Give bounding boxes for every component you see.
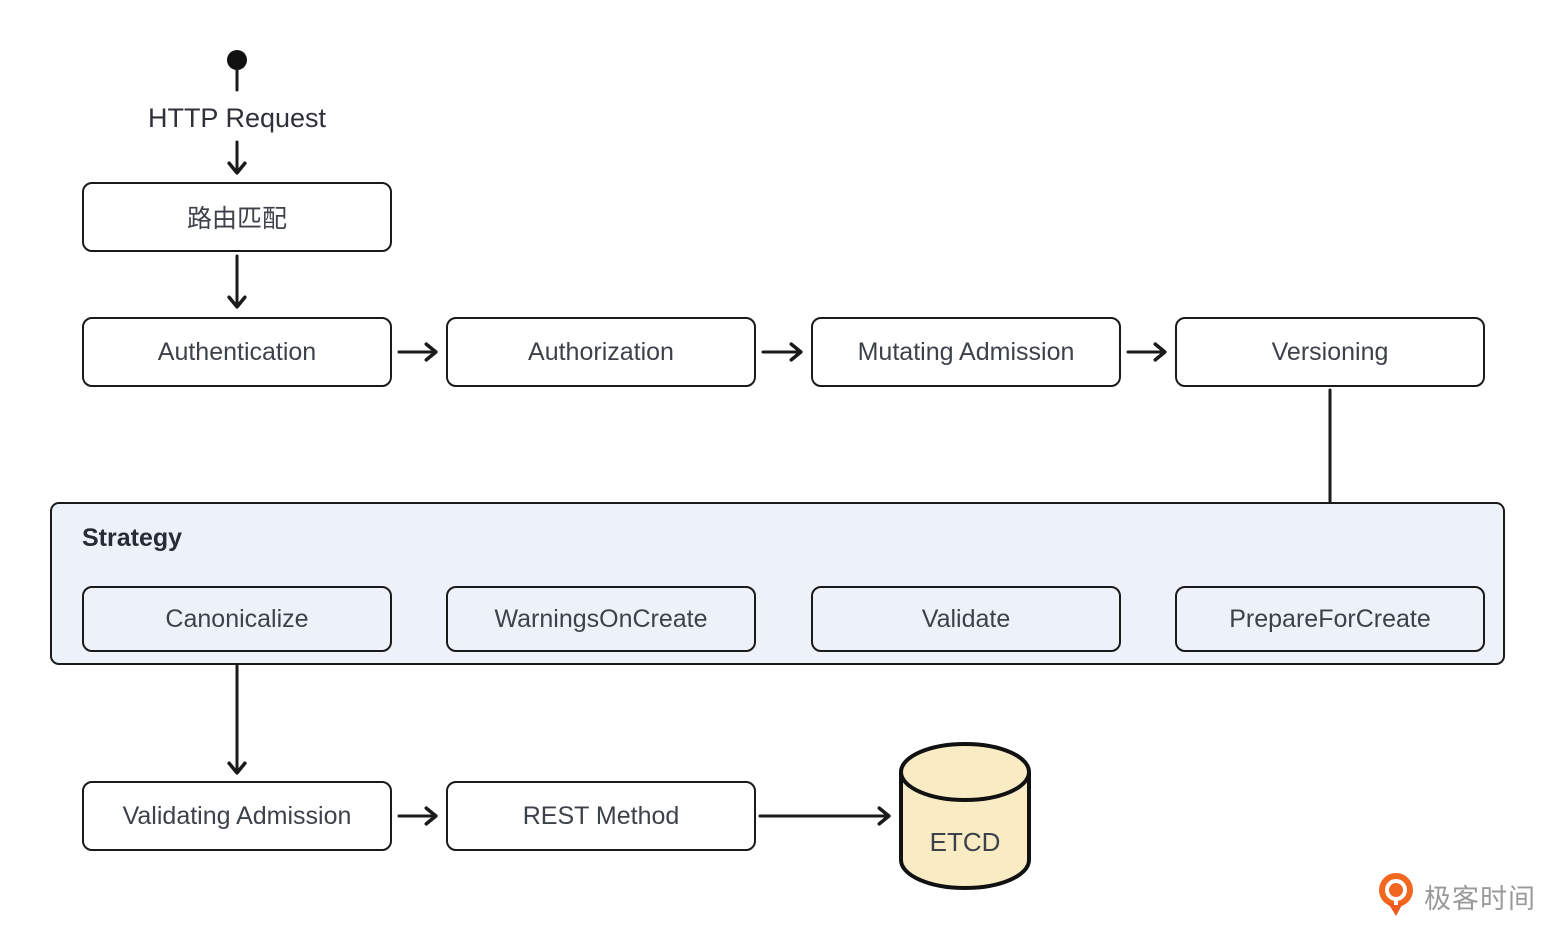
node-prepare-for-create-label: PrepareForCreate: [1229, 604, 1431, 633]
start-label: HTTP Request: [147, 102, 327, 133]
node-authentication: Authentication: [82, 317, 392, 387]
node-rest-method-label: REST Method: [522, 801, 680, 830]
node-versioning-label: Versioning: [1271, 337, 1389, 366]
geektime-watermark-text: 极客时间: [1424, 883, 1536, 914]
node-validate: Validate: [811, 586, 1121, 652]
node-mutating-admission: Mutating Admission: [811, 317, 1121, 387]
node-prepare-for-create: PrepareForCreate: [1175, 586, 1485, 652]
node-validate-label: Validate: [921, 604, 1011, 633]
node-etcd-label: ETCD: [929, 826, 1001, 857]
node-warnings-on-create-label: WarningsOnCreate: [494, 604, 708, 633]
node-versioning: Versioning: [1175, 317, 1485, 387]
node-canonicalize: Canonicalize: [82, 586, 392, 652]
geektime-watermark: 极客时间: [1376, 872, 1536, 920]
start-dot: [227, 50, 247, 70]
node-route-match: 路由匹配: [82, 182, 392, 252]
node-canonicalize-label: Canonicalize: [165, 604, 309, 633]
node-authorization-label: Authorization: [528, 337, 674, 366]
etcd-cylinder: [899, 742, 1031, 890]
node-warnings-on-create: WarningsOnCreate: [446, 586, 756, 652]
strategy-group-title: Strategy: [82, 524, 183, 552]
node-validating-admission-label: Validating Admission: [122, 801, 352, 830]
node-route-match-label: 路由匹配: [186, 205, 287, 233]
node-rest-method: REST Method: [446, 781, 756, 851]
node-mutating-admission-label: Mutating Admission: [857, 337, 1075, 366]
node-authorization: Authorization: [446, 317, 756, 387]
node-validating-admission: Validating Admission: [82, 781, 392, 851]
geektime-logo-icon: [1379, 873, 1413, 916]
node-authentication-label: Authentication: [157, 337, 317, 366]
